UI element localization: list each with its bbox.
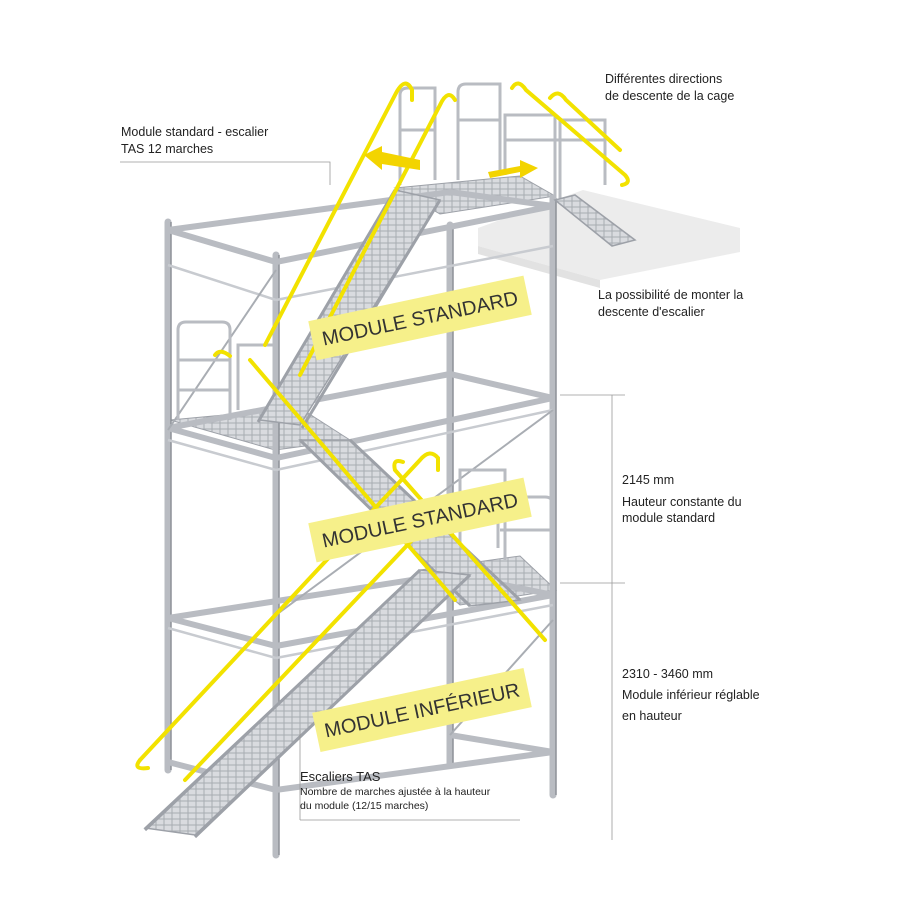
label-line: Hauteur constante du [622, 495, 742, 509]
yellow-handrails [135, 81, 630, 782]
stair-flight-exit [553, 194, 637, 247]
label-line: Module inférieur réglable [622, 688, 760, 702]
label-line: descente d'escalier [598, 305, 705, 319]
label-line: de descente de la cage [605, 89, 735, 103]
leader-lines [120, 161, 625, 840]
label-line: du module (12/15 marches) [300, 800, 429, 812]
label-module-standard-escalier: Module standard - escalier TAS 12 marche… [121, 124, 268, 158]
label-line: Différentes directions [605, 72, 723, 86]
label-title: Escaliers TAS [300, 769, 381, 784]
label-monter: La possibilité de monter la descente d'e… [598, 287, 743, 321]
label-hauteur-inferieur: 2310 - 3460 mm Module inférieur réglable… [622, 664, 760, 727]
label-line: en hauteur [622, 709, 682, 723]
label-line: Nombre de marches ajustée à la hauteur [300, 786, 491, 798]
label-line: TAS 12 marches [121, 142, 214, 156]
label-line: La possibilité de monter la [598, 288, 744, 302]
label-line: 2310 - 3460 mm [622, 667, 714, 681]
arrow-right-icon [488, 160, 538, 178]
label-line: 2145 mm [622, 473, 675, 487]
arrow-left-icon [364, 146, 420, 170]
stair-flight-bottom [143, 568, 472, 839]
label-line: Module standard - escalier [121, 125, 269, 139]
label-directions: Différentes directions de descente de la… [605, 71, 734, 105]
label-hauteur-standard: 2145 mm Hauteur constante du module stan… [622, 470, 742, 528]
label-line: module standard [622, 511, 716, 525]
label-escaliers-tas: Escaliers TAS Nombre de marches ajustée … [300, 768, 490, 813]
